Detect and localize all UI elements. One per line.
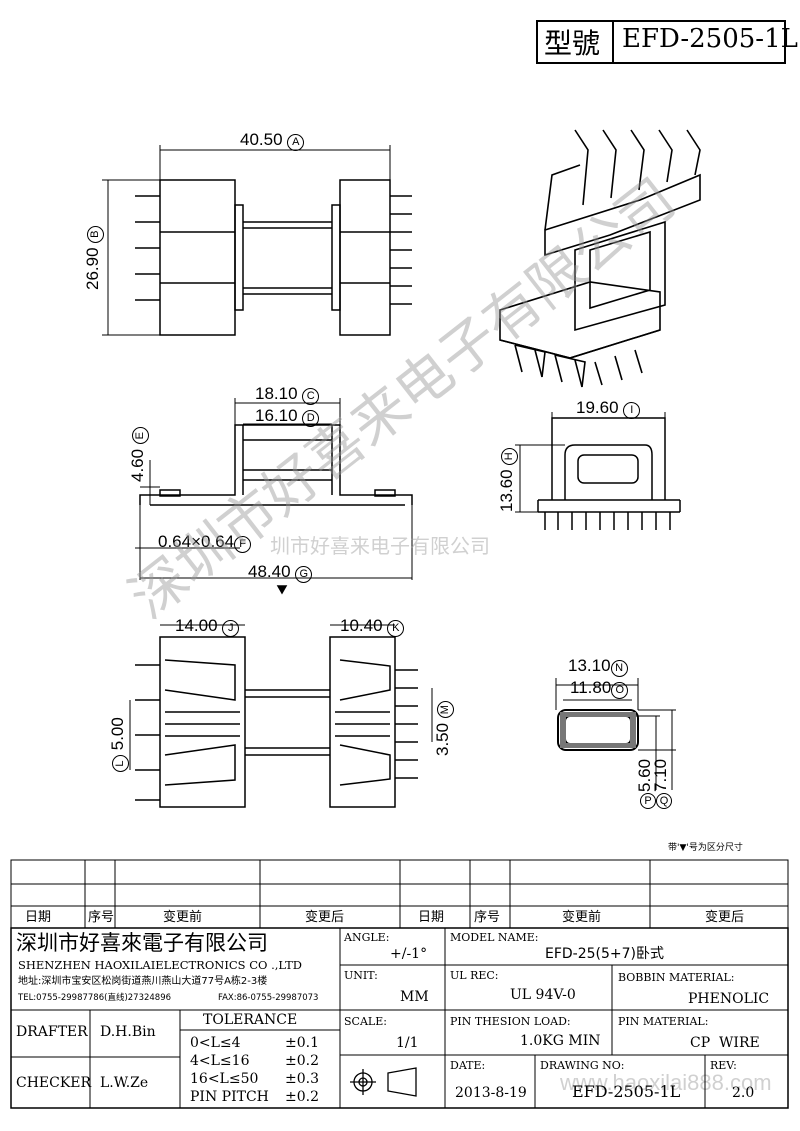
tolerance-value-3: ±0.3 [285,1071,319,1087]
tolerance-value-4: ±0.2 [285,1089,319,1105]
dim-q-letter: Q [656,793,672,809]
dim-a: 40.50 A [240,130,305,151]
date-label: DATE: [450,1059,486,1072]
dim-i-value: 19.60 [576,398,619,417]
isometric-view [499,129,701,388]
dim-k: 10.40 K [340,616,405,637]
drafter-name: D.H.Bin [100,1024,156,1040]
dim-c-letter: C [302,388,320,405]
rev-label: REV: [710,1059,737,1072]
drafter-label: DRAFTER [16,1024,88,1040]
rev-date-1: 日期 [25,910,52,925]
company-fax: FAX:86-0755-29987073 [218,993,319,1003]
dim-j-letter: J [222,620,240,637]
title-model: EFD-2505-1L [622,24,798,54]
dim-f-value: 0.64×0.64 [158,532,235,551]
title-label: 型號 [544,27,601,60]
scale-label: SCALE: [344,1015,387,1028]
rev-seq-2: 序号 [474,910,501,925]
dim-n-letter: N [610,660,628,677]
dim-k-letter: K [387,620,405,637]
tolerance-range-1: 0<L≤4 [190,1035,241,1051]
pin-load-value: 1.0KG MIN [520,1033,601,1049]
dim-c: 18.10 C [255,384,320,405]
title-box [536,20,786,64]
dim-p-letter: P [640,793,656,809]
pin-material-value: CP WIRE [690,1035,760,1051]
dim-a-letter: A [287,134,305,151]
dim-g: 48.40 G [248,562,313,583]
ul-rec-label: UL REC: [450,969,499,982]
drawing-no-label: DRAWING NO: [540,1059,625,1072]
pin-material-label: PIN MATERIAL: [618,1015,709,1028]
dim-j: 14.00 J [175,616,240,637]
projection-symbol-icon [350,1067,417,1097]
dim-o-letter: O [611,682,629,699]
pin-load-label: PIN THESION LOAD: [450,1015,571,1028]
rev-date-2: 日期 [418,910,445,925]
model-name-label: MODEL NAME: [450,931,539,944]
unit-value: MM [400,989,429,1005]
tolerance-value-2: ±0.2 [285,1053,319,1069]
model-name-value: EFD-25(5+7)卧式 [545,946,665,962]
company-name-cn: 深圳市好喜來電子有限公司 [16,931,268,955]
dim-i-letter: I [623,402,641,419]
tolerance-range-3: 16<L≤50 [190,1071,259,1087]
rev-seq-1: 序号 [88,910,115,925]
tolerance-title: TOLERANCE [203,1012,298,1028]
scale-value: 1/1 [396,1035,419,1051]
dim-g-value: 48.40 [248,562,291,581]
checker-name: L.W.Ze [100,1075,149,1091]
rev-before-2: 变更前 [562,910,602,925]
rev-after-2: 变更后 [705,910,745,925]
tolerance-value-1: ±0.1 [285,1035,319,1051]
dim-o-value: 11.80 [570,678,612,697]
angle-value: +/-1° [390,946,428,962]
rev-after-1: 变更后 [305,910,345,925]
rev-before-1: 变更前 [163,910,203,925]
tolerance-range-4: PIN PITCH [190,1089,269,1105]
title-box-divider [612,20,614,64]
dim-j-value: 14.00 [175,616,218,635]
angle-label: ANGLE: [344,931,390,944]
dim-a-value: 40.50 [240,130,283,149]
company-name-en: SHENZHEN HAOXILAIELECTRONICS CO .,LTD [18,958,302,972]
company-address: 地址:深圳市宝安区松岗街道燕川燕山大道77号A栋2-3楼 [18,976,268,987]
bobbin-material-value: PHENOLIC [688,991,770,1007]
tolerance-range-2: 4<L≤16 [190,1053,250,1069]
dim-i: 19.60 I [576,398,641,419]
technical-drawing [102,129,701,808]
company-tel: TEL:0755-29987786(直线)27324896 [18,993,172,1003]
dim-g-letter: G [295,566,313,583]
dim-d-value: 16.10 [255,406,298,425]
date-value: 2013-8-19 [455,1085,527,1101]
drawing-no-value: EFD-2505-1L [572,1082,681,1101]
reference-note: 带'▼'号为区分尺寸 [668,843,743,853]
ul-rec-value: UL 94V-0 [510,987,576,1003]
dim-d-letter: D [302,410,320,427]
rev-value: 2.0 [732,1085,755,1101]
dim-d: 16.10 D [255,406,320,427]
dim-k-value: 10.40 [340,616,383,635]
dim-c-value: 18.10 [255,384,298,403]
dim-f-letter: F [234,536,252,553]
dim-n-value: 13.10 [568,656,611,675]
unit-label: UNIT: [344,969,378,982]
bobbin-material-label: BOBBIN MATERIAL: [618,971,735,984]
checker-label: CHECKER [16,1075,92,1091]
